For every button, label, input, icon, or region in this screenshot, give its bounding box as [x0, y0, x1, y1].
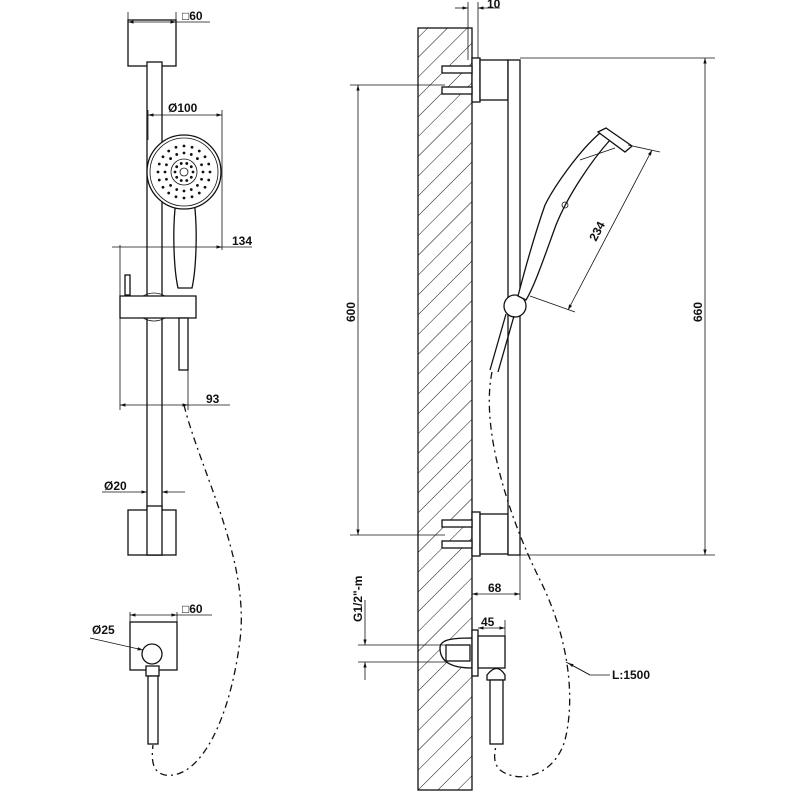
label-bracket-spacing: 600: [344, 302, 358, 322]
nozzle-dot: [189, 165, 193, 169]
outlet-elbow: [141, 643, 163, 665]
hose-side: [488, 371, 571, 778]
handshower-head: [146, 134, 222, 210]
label-head-projection: 134: [232, 234, 252, 248]
nozzle-dot: [190, 145, 194, 149]
nozzle-dot: [200, 163, 203, 167]
nozzle-dot: [173, 170, 177, 174]
label-bar-length: 660: [691, 302, 705, 322]
nozzle-dot: [203, 155, 207, 159]
nozzle-dot: [157, 162, 161, 166]
label-outlet-projection: 45: [481, 615, 495, 629]
nozzle-dot: [175, 165, 179, 169]
top-wall-plate: [127, 19, 177, 67]
nozzle-dot: [207, 178, 211, 182]
nozzle-dot: [191, 170, 195, 174]
side-view: 10 600 660 234 68: [344, 0, 715, 791]
nozzle-dot: [200, 177, 203, 181]
label-bar-diameter: Ø20: [104, 479, 127, 493]
nozzle-dot: [167, 149, 171, 153]
handshower-side: [517, 132, 611, 301]
nozzle-dot: [165, 163, 168, 167]
front-view: □60 Ø100 134 93 Ø20: [89, 9, 252, 776]
nozzle-dot: [163, 170, 167, 174]
nozzle-dot: [169, 157, 172, 160]
outlet-pipe-side: [489, 679, 504, 745]
nozzle-dot: [208, 170, 212, 174]
nozzle-dot: [175, 175, 179, 179]
nozzle-dot: [161, 185, 165, 189]
nozzle-dot: [207, 162, 211, 166]
nozzle-dot: [175, 188, 179, 191]
hose-front: [151, 404, 242, 776]
label-thread: G1/2"-m: [351, 576, 365, 622]
outlet-elbow-side: [477, 635, 506, 669]
nozzle-dot: [196, 184, 199, 187]
label-outlet-diameter: Ø25: [92, 623, 115, 637]
label-slider-projection: 93: [206, 392, 220, 406]
nozzle-dot: [156, 170, 160, 174]
hose-connector: [178, 317, 189, 371]
slider-bracket: [119, 295, 197, 319]
nozzle-dot: [190, 195, 194, 199]
nozzle-dot: [169, 184, 172, 187]
nozzle-dot: [165, 177, 168, 181]
label-bar-projection: 68: [488, 581, 502, 595]
nozzle-dot: [182, 151, 186, 155]
nozzle-dot: [185, 162, 189, 165]
nozzle-dot: [197, 191, 201, 195]
nozzle-dot: [157, 178, 161, 182]
wall-section: [417, 27, 473, 791]
outlet-pipe: [147, 675, 159, 745]
nozzle-dot: [197, 149, 201, 153]
label-hose-length: L:1500: [612, 668, 650, 682]
nozzle-dot: [167, 191, 171, 195]
nozzles: [156, 144, 212, 200]
label-top-plate: □60: [182, 9, 203, 23]
nozzle-dot: [182, 144, 186, 148]
nozzle-dot: [174, 195, 178, 199]
nozzle-dot: [201, 170, 205, 174]
label-outlet-plate: □60: [182, 602, 203, 616]
nozzle-dot: [174, 145, 178, 149]
nozzle-dot: [189, 153, 193, 156]
label-plate-thickness: 10: [487, 0, 501, 11]
handshower-handle: [173, 199, 197, 289]
nozzle-dot: [189, 188, 193, 191]
hose-length-leader: [567, 662, 591, 676]
nozzle-dot: [175, 153, 179, 156]
dim-outlet-diameter: [89, 637, 144, 651]
nozzle-dot: [179, 179, 183, 182]
bottom-bracket: [479, 513, 509, 555]
label-head-diameter: Ø100: [168, 101, 198, 115]
top-bracket: [479, 59, 509, 101]
bar-lower-end: [146, 505, 163, 556]
nozzle-dot: [185, 179, 189, 182]
nozzle-dot: [189, 175, 193, 179]
dim-handshower-length: [567, 149, 653, 311]
nozzle-dot: [182, 189, 186, 193]
nozzle-dot: [179, 162, 183, 165]
nozzle-dot: [203, 185, 207, 189]
nozzle-dot: [161, 155, 165, 159]
nozzle-dot: [196, 157, 199, 160]
slider-side: [503, 294, 527, 318]
nozzle-dot: [182, 196, 186, 200]
